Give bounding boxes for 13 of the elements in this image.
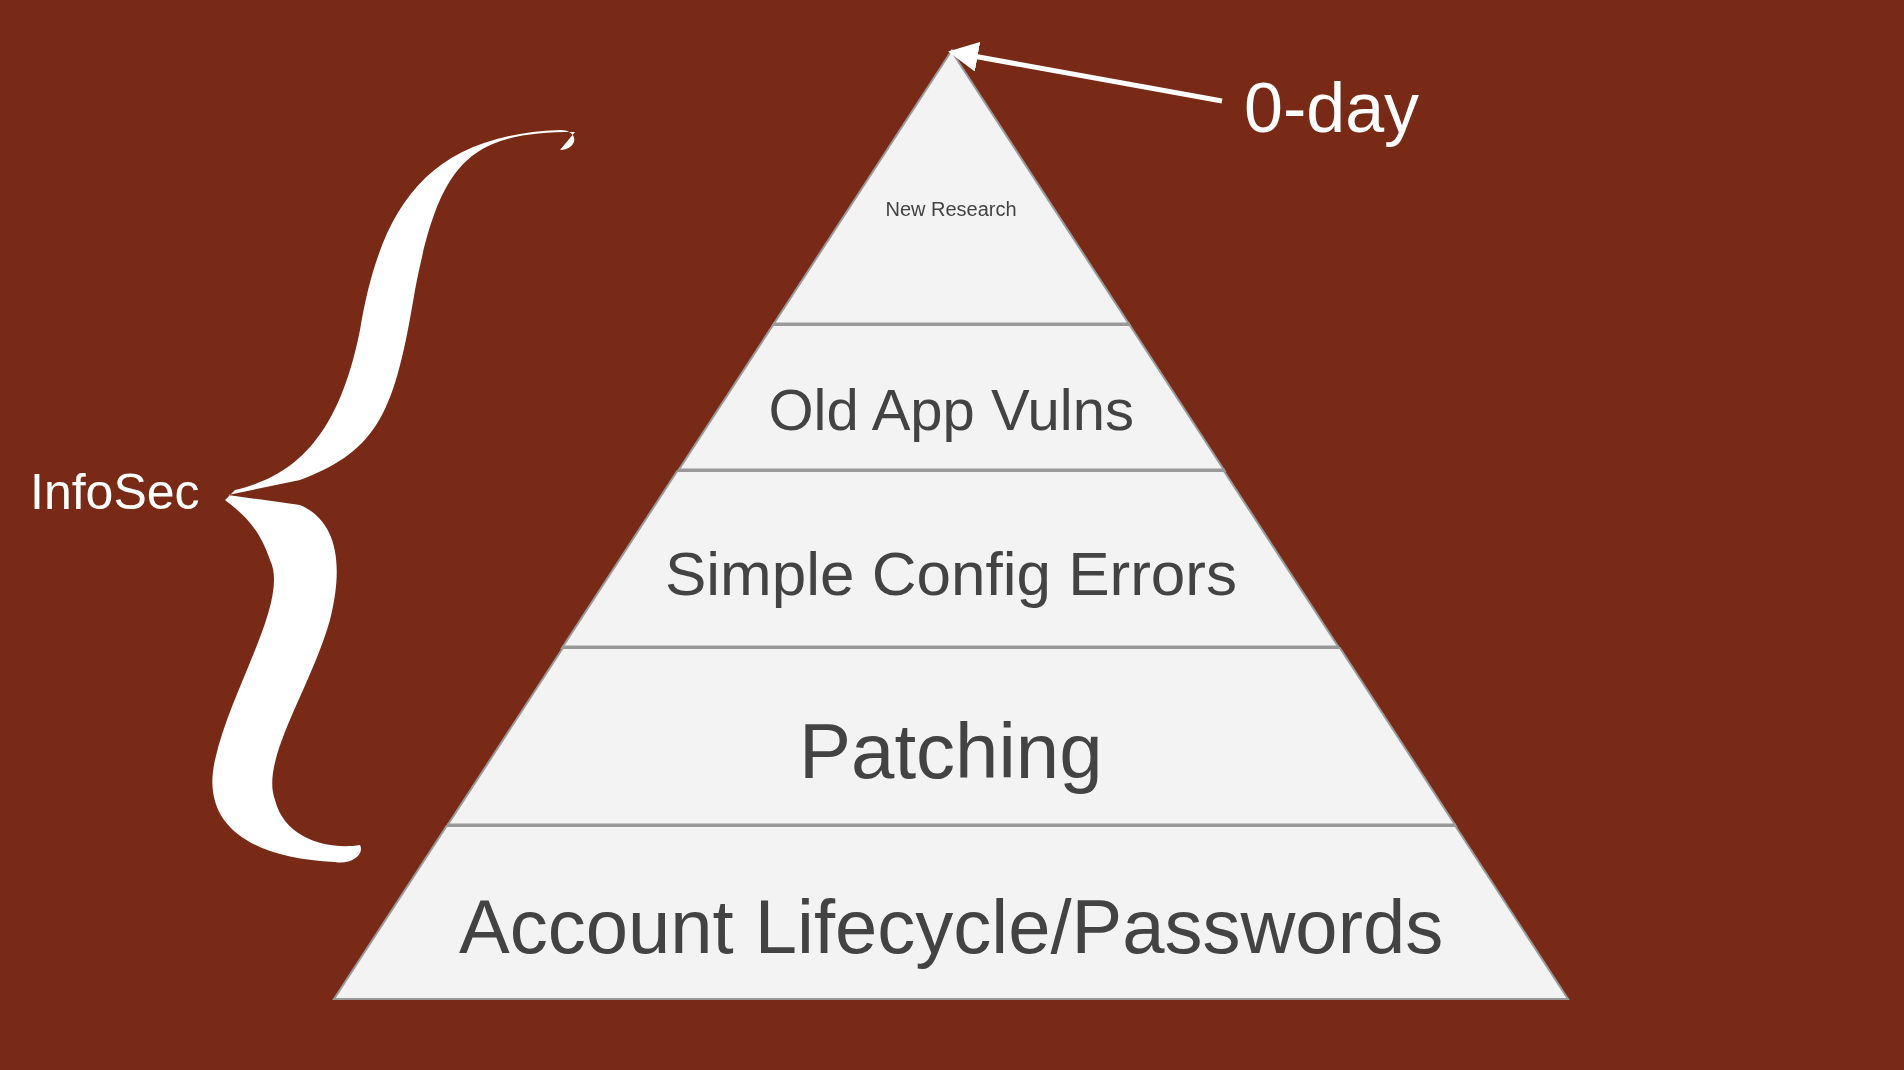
layer-label: Simple Config Errors [665, 538, 1237, 610]
layer-label: Patching [799, 705, 1103, 797]
pyramid-layer [677, 325, 1225, 471]
arrow [948, 42, 1223, 104]
pyramid-layer [772, 51, 1130, 325]
pyramid-layer [562, 471, 1340, 648]
pyramid-layer [334, 826, 1568, 999]
layer-label: Account Lifecycle/Passwords [459, 882, 1444, 970]
layer-label: New Research [885, 198, 1017, 222]
brace-label: InfoSec [30, 463, 200, 521]
layer-label: Old App Vulns [768, 376, 1134, 444]
callout-label: 0-day [1244, 68, 1420, 148]
pyramid-layer [446, 648, 1456, 826]
